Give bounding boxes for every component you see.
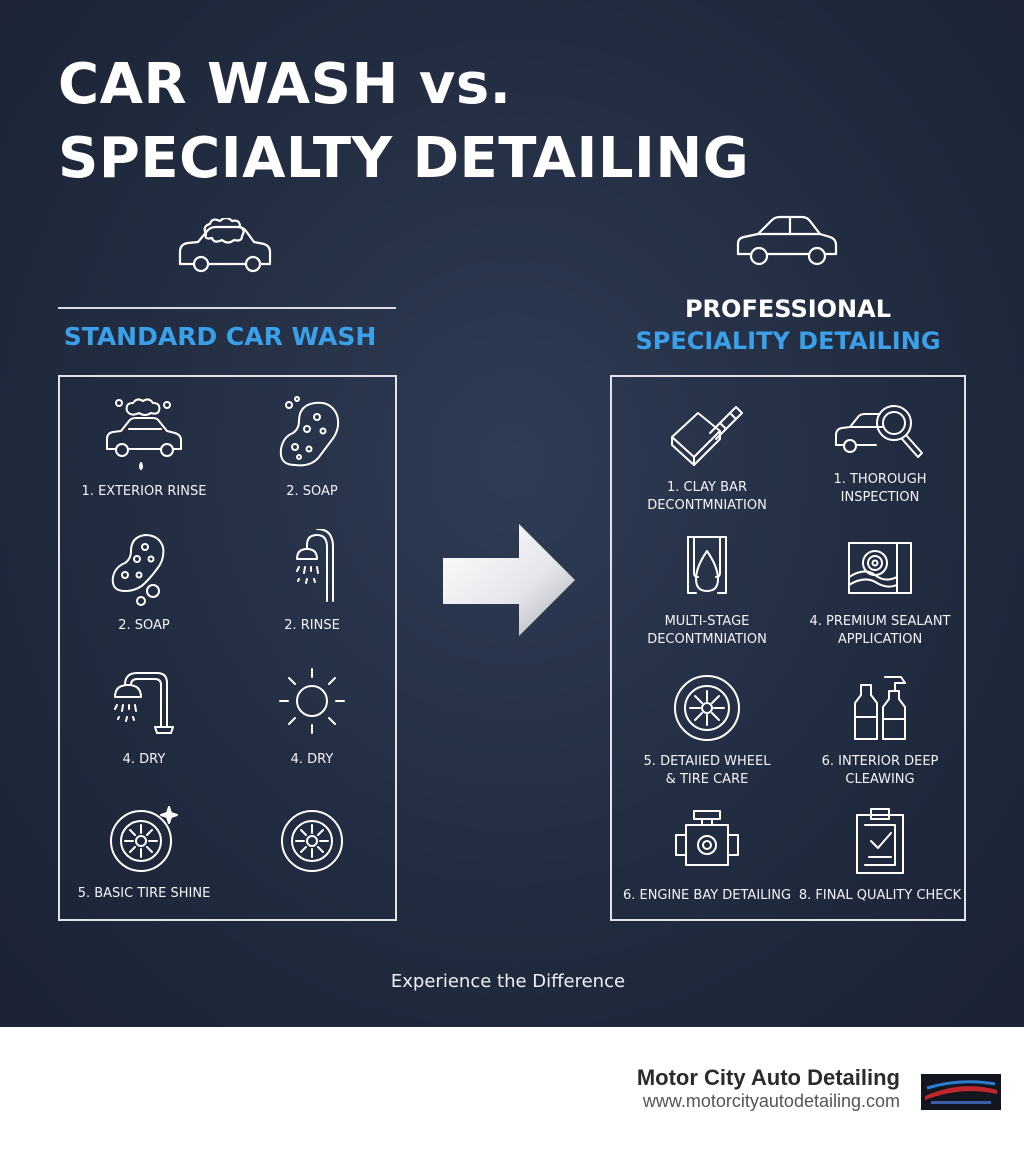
sponge-icon <box>228 395 396 473</box>
list-item: 5. DETAIIED WHEEL & TIRE CARE <box>612 673 802 789</box>
shiny-tire-icon <box>60 803 228 875</box>
car-outline-icon <box>734 214 840 268</box>
drop-icon <box>612 533 802 603</box>
foam-car-small-icon <box>60 395 228 473</box>
title-line-2: SPECIALTY DETAILING <box>58 126 750 191</box>
step-label: 5. DETAIIED WHEEL & TIRE CARE <box>643 754 771 787</box>
left-column-heading: STANDARD CAR WASH <box>63 322 377 351</box>
list-item: 4. PREMIUM SEALANT APPLICATION <box>794 533 966 649</box>
list-item: 2. RINSE <box>228 529 396 635</box>
engine-icon <box>612 807 802 877</box>
page-title: CAR WASH vs. SPECIALTY DETAILING <box>58 48 749 196</box>
step-label: 2. SOAP <box>118 618 170 633</box>
list-item: 2. SOAP <box>60 529 228 635</box>
list-item: 8. FINAL QUALITY CHECK <box>794 807 966 905</box>
faucet-icon <box>60 663 228 741</box>
footer-brand: Motor City Auto Detailing www.motorcitya… <box>637 1066 900 1112</box>
step-label: 1. CLAY BAR DECONTMNIATION <box>647 480 767 513</box>
right-heading-line-2: SPECIALITY DETAILING <box>635 327 941 355</box>
brand-logo <box>921 1074 1001 1110</box>
left-heading-rule <box>58 307 396 309</box>
infographic-poster: CAR WASH vs. SPECIALTY DETAILING STANDAR… <box>0 0 1024 1027</box>
car-magnifier-icon <box>794 399 966 461</box>
clay-bar-icon <box>612 399 802 469</box>
brand-name: Motor City Auto Detailing <box>636 1065 900 1090</box>
list-item: 1. THOROUGH INSPECTION <box>794 399 966 507</box>
list-item: 6. INTERIOR DEEP CLEAWING <box>794 673 966 789</box>
tire-icon <box>228 803 396 875</box>
clipboard-check-icon <box>794 807 966 877</box>
right-column-heading: PROFESSIONAL SPECIALITY DETAILING <box>610 293 966 357</box>
step-label: 2. SOAP <box>286 484 338 499</box>
step-label: 6. INTERIOR DEEP CLEAWING <box>821 754 939 787</box>
sponge-bubbles-icon <box>60 529 228 607</box>
step-label: 5. BASIC TIRE SHINE <box>77 886 211 901</box>
step-label: MULTI-STAGE DECONTMNIATION <box>647 614 767 647</box>
title-line-1: CAR WASH vs. <box>58 52 512 117</box>
list-item: 4. DRY <box>228 663 396 769</box>
list-item: 2. SOAP <box>228 395 396 501</box>
step-label: 4. PREMIUM SEALANT APPLICATION <box>809 614 951 647</box>
step-label: 1. THOROUGH INSPECTION <box>833 472 927 505</box>
step-label: 8. FINAL QUALITY CHECK <box>798 888 962 903</box>
list-item: MULTI-STAGE DECONTMNIATION <box>612 533 802 649</box>
wheel-icon <box>612 673 802 743</box>
list-item: 6. ENGINE BAY DETAILING <box>612 807 802 905</box>
spray-bottles-icon <box>794 673 966 743</box>
foam-car-icon <box>176 218 274 276</box>
list-item: 4. DRY <box>60 663 228 769</box>
list-item: 5. BASIC TIRE SHINE <box>60 803 228 903</box>
step-label: 4. DRY <box>290 752 334 767</box>
arrow-right-icon <box>443 524 575 641</box>
list-item: 1. EXTERIOR RINSE <box>60 395 228 501</box>
shower-icon <box>228 529 396 607</box>
sun-icon <box>228 663 396 741</box>
list-item <box>228 803 396 885</box>
step-label: 4. DRY <box>122 752 166 767</box>
tagline: Experience the Difference <box>390 971 626 992</box>
list-item: 1. CLAY BAR DECONTMNIATION <box>612 399 802 515</box>
right-heading-line-1: PROFESSIONAL <box>684 295 892 323</box>
standard-wash-panel: 1. EXTERIOR RINSE 2. SOAP <box>58 375 397 921</box>
step-label: 2. RINSE <box>284 618 340 633</box>
specialty-detailing-panel: 1. CLAY BAR DECONTMNIATION 1. THOROUGH I… <box>610 375 966 921</box>
sealant-icon <box>794 533 966 603</box>
step-label: 6. ENGINE BAY DETAILING <box>622 888 792 903</box>
step-label: 1. EXTERIOR RINSE <box>81 484 207 499</box>
brand-url[interactable]: www.motorcityautodetailing.com <box>642 1091 900 1111</box>
